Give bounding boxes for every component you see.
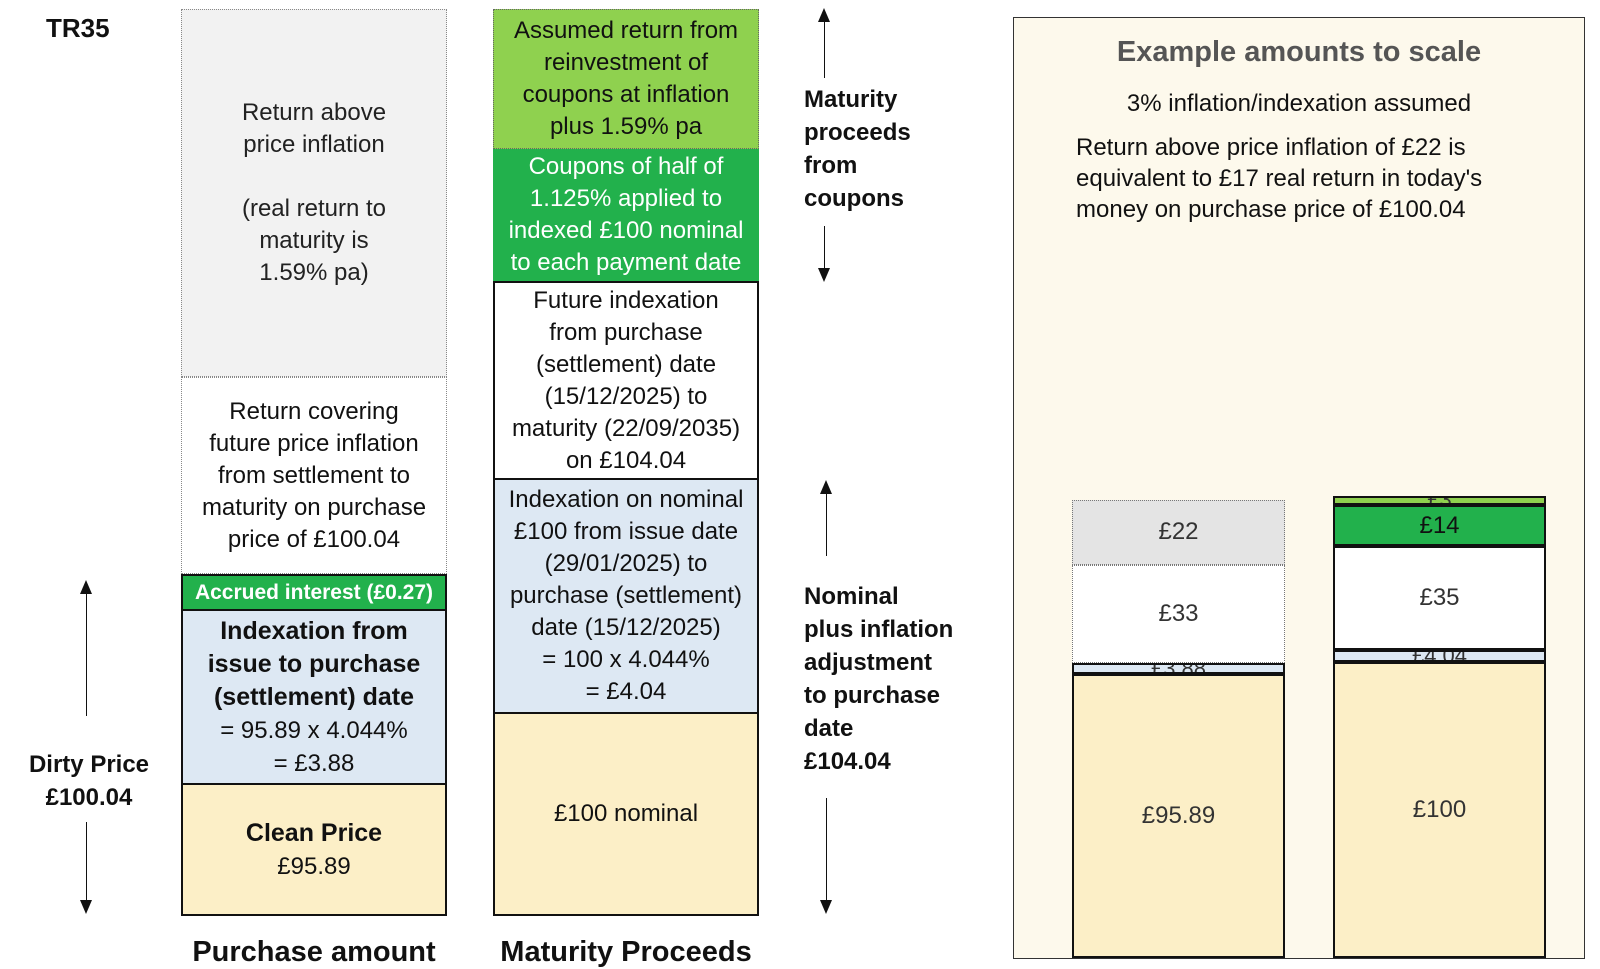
coupon-arrow-down-line — [824, 226, 825, 270]
dirty-price-label: Dirty Price £100.04 — [28, 751, 150, 811]
accrued-interest-box: Accrued interest (£0.27) — [181, 574, 447, 611]
dirty-price-arrow-up-line — [86, 592, 87, 716]
scale-subtitle: 3% inflation/indexation assumed — [1126, 90, 1472, 117]
coupon-arrow-up-icon — [818, 8, 830, 22]
scale-right-bar: £100£4.04£35£14£3 — [1333, 496, 1546, 958]
scale-note: Return above price inflation of £22 is e… — [1076, 134, 1483, 223]
nominal-arrow-down-icon — [820, 900, 832, 914]
maturity-caption: Maturity Proceeds — [500, 936, 752, 968]
purchase-caption: Purchase amount — [192, 936, 436, 968]
dirty-price-arrow-down-line — [86, 822, 87, 902]
indexation-purchase-calc: = 95.89 x 4.044% = £3.88 — [220, 716, 408, 777]
dirty-price-arrow-up-icon — [80, 580, 92, 594]
scale-left-segment: £95.89 — [1072, 674, 1285, 958]
nominal-arrow-down-line — [826, 798, 827, 902]
scale-left-segment: £33 — [1072, 564, 1285, 663]
nominal-box: £100 nominal — [493, 712, 759, 916]
scale-left-bar: £95.89£3.88£33£22 — [1072, 499, 1285, 958]
coupon-proceeds-label: Maturity proceeds from coupons — [804, 86, 911, 212]
scale-right-segment: £4.04 — [1333, 650, 1546, 662]
scale-title: Example amounts to scale — [1116, 36, 1482, 68]
scale-right-segment: £3 — [1333, 496, 1546, 505]
coupon-arrow-up-line — [824, 20, 825, 78]
nominal-plus-label: Nominal plus inflation adjustment to pur… — [804, 583, 954, 775]
clean-price-title: Clean Price — [245, 818, 383, 847]
return-above-inflation-box: Return above price inflation (real retur… — [181, 9, 447, 377]
scale-right-segment: £100 — [1333, 661, 1546, 958]
scale-right-segment: £14 — [1333, 504, 1546, 547]
clean-price-value: £95.89 — [277, 852, 351, 880]
dirty-price-arrow-down-icon — [80, 900, 92, 914]
clean-price-box: Clean Price £95.89 — [181, 783, 447, 916]
indexation-purchase-title: Indexation from issue to purchase (settl… — [207, 616, 421, 711]
nominal-arrow-up-line — [826, 492, 827, 556]
scale-panel: Example amounts to scale 3% inflation/in… — [1013, 17, 1585, 959]
future-indexation-box: Future indexation from purchase (settlem… — [493, 281, 759, 480]
indexation-purchase-box: Indexation from issue to purchase (settl… — [181, 609, 447, 785]
nominal-indexation-box: Indexation on nominal £100 from issue da… — [493, 478, 759, 714]
scale-right-segment: £35 — [1333, 546, 1546, 651]
code-label: TR35 — [46, 13, 110, 43]
coupons-box: Coupons of half of 1.125% applied to ind… — [493, 149, 759, 281]
nominal-arrow-up-icon — [820, 480, 832, 494]
scale-left-segment: £3.88 — [1072, 662, 1285, 675]
reinvestment-return-box: Assumed return from reinvestment of coup… — [493, 9, 759, 149]
coupon-arrow-down-icon — [818, 268, 830, 282]
scale-left-segment: £22 — [1072, 499, 1285, 565]
return-covering-inflation-box: Return covering future price inflation f… — [181, 377, 447, 574]
